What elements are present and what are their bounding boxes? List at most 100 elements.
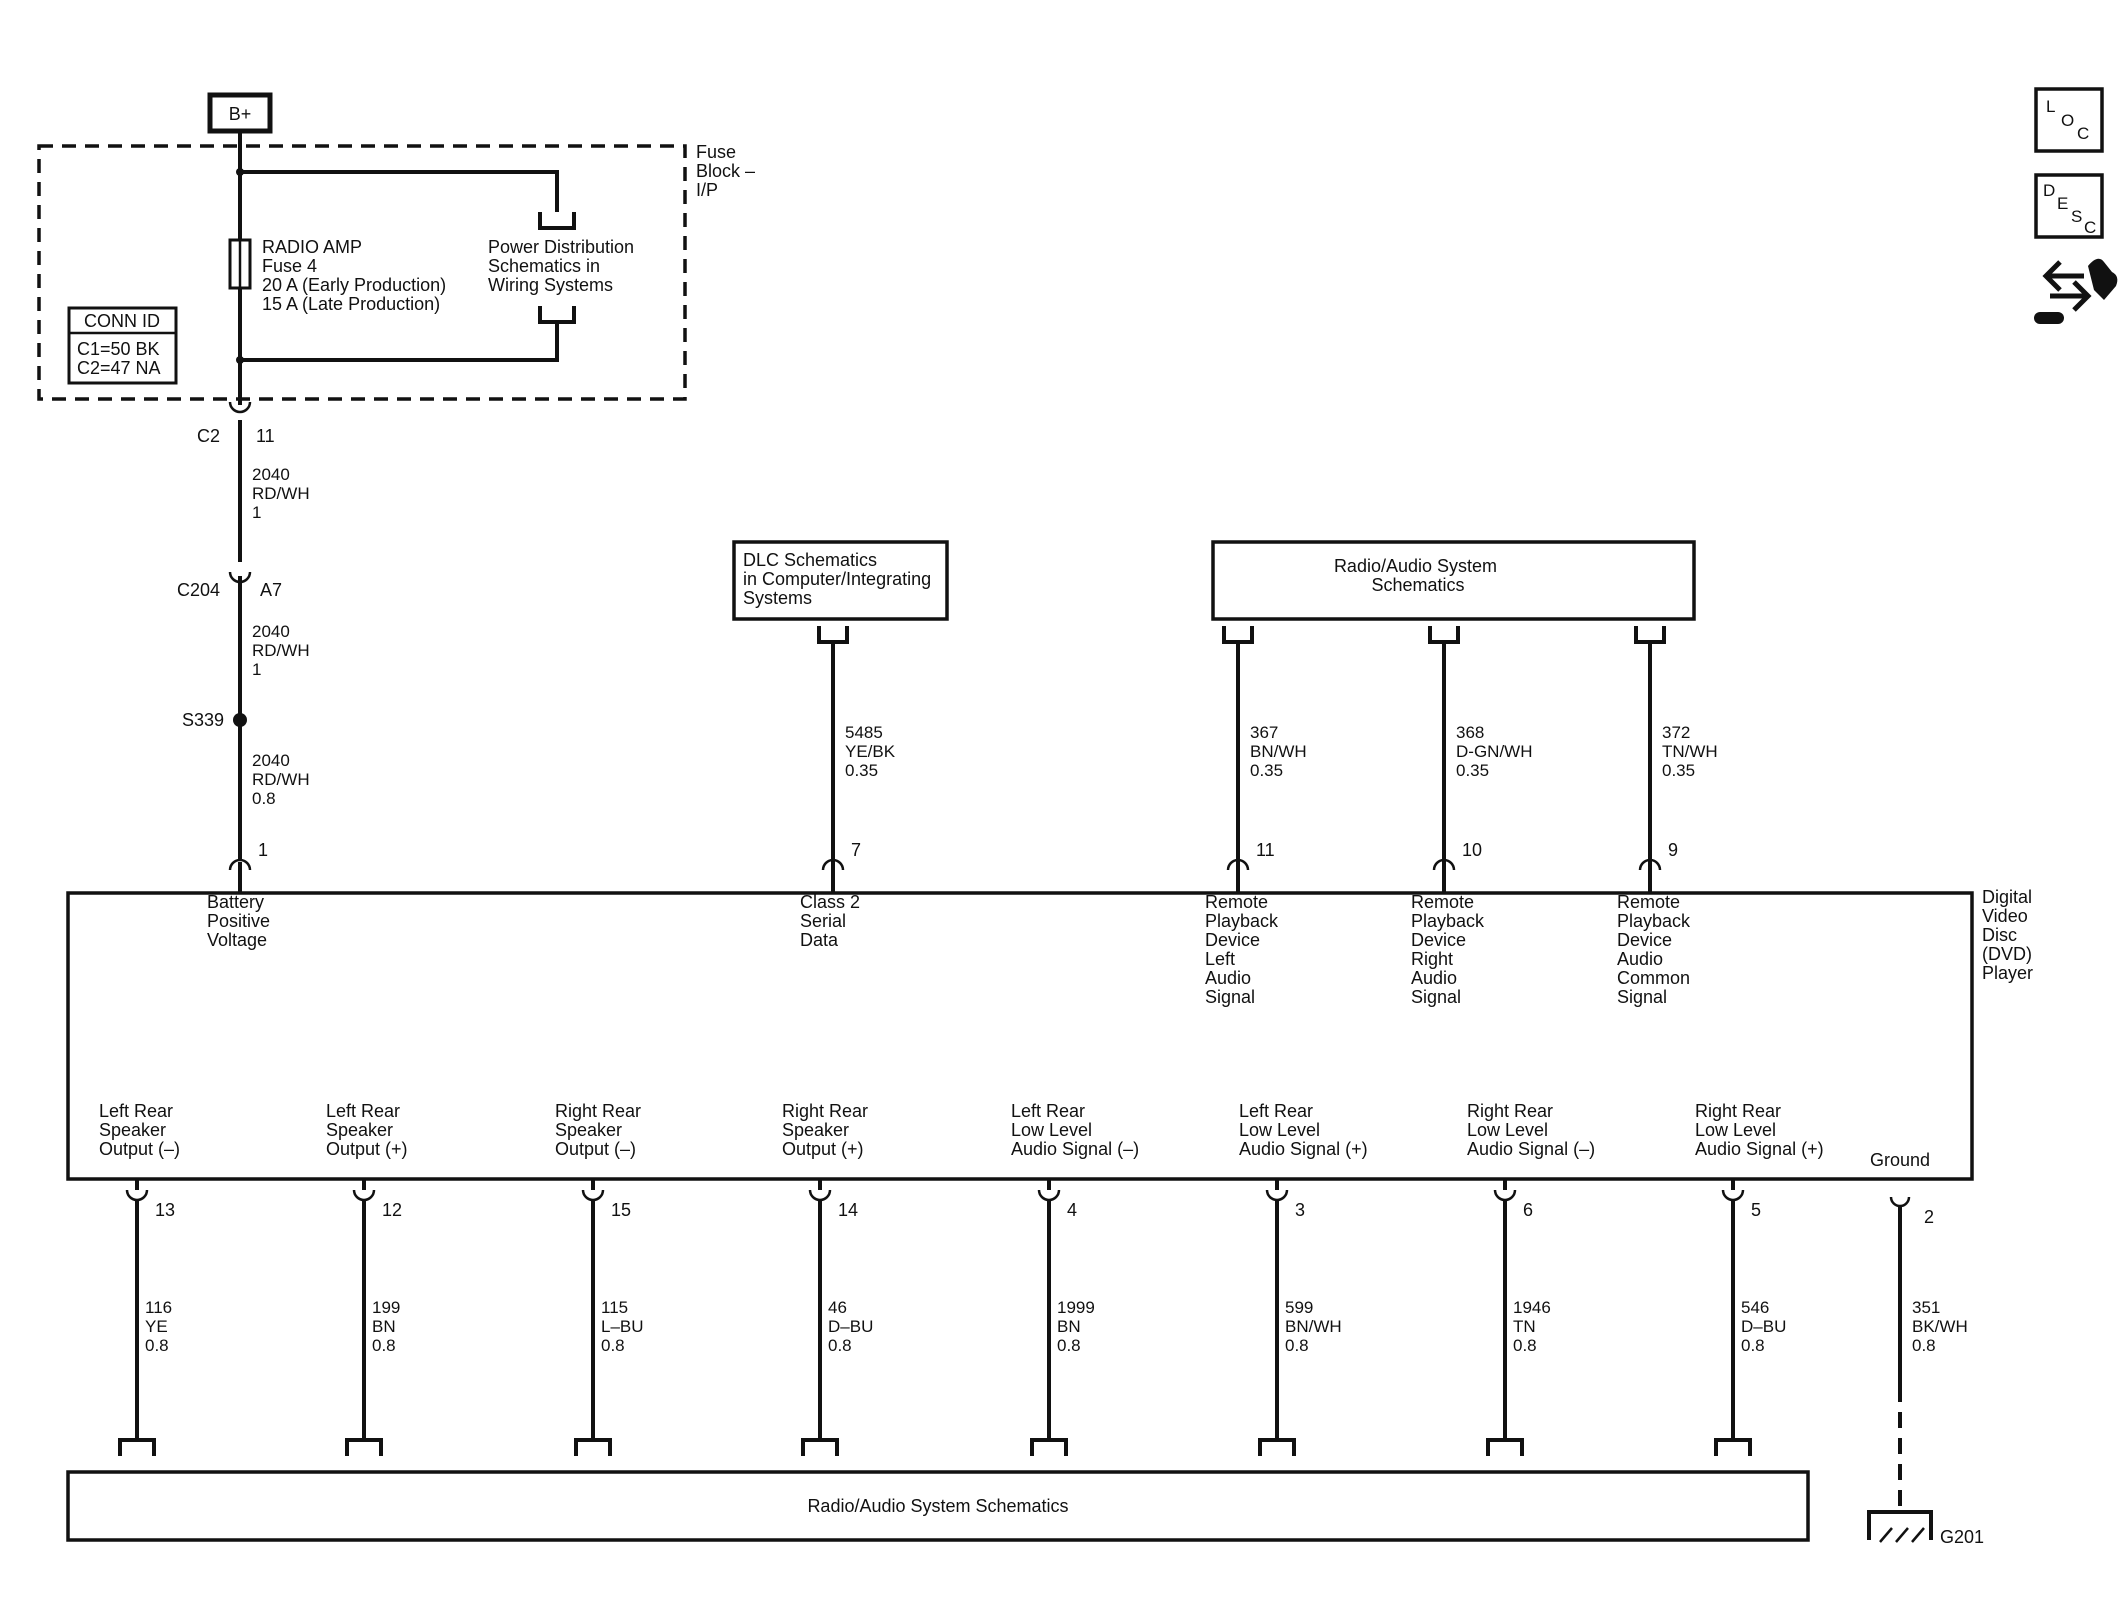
pin-connector xyxy=(1493,1189,1517,1202)
pin-number: 12 xyxy=(382,1200,402,1220)
c204-pin: A7 xyxy=(260,580,282,600)
pin-connector xyxy=(821,858,845,871)
radio-audio-top-box[interactable]: Radio/Audio System Schematics xyxy=(1211,540,1696,621)
harness-connector-icon xyxy=(1258,1438,1296,1456)
svg-text:C2=47 NA: C2=47 NA xyxy=(77,358,161,378)
c2-pin: 11 xyxy=(256,426,275,446)
harness-connector-icon xyxy=(801,1438,839,1456)
desc-icon[interactable]: D E S C xyxy=(2034,173,2104,239)
ground-symbol-icon xyxy=(1867,1510,1933,1543)
svg-text:O: O xyxy=(2061,111,2074,130)
svg-text:L: L xyxy=(2046,97,2055,116)
pin-number: 10 xyxy=(1462,840,1482,860)
svg-text:DLC Schematics in Comput: DLC Schematics in Computer/Integrating S… xyxy=(743,550,936,608)
pin-connector xyxy=(1638,858,1662,871)
pin-number: 13 xyxy=(155,1200,175,1220)
svg-text:S: S xyxy=(2071,207,2082,226)
power-distribution-label: Power Distribution Schematics in Wiring … xyxy=(488,237,639,295)
power-dist-bottom-wire xyxy=(240,306,576,362)
pin-number: 5 xyxy=(1751,1200,1761,1220)
ground-pin: 2 xyxy=(1924,1207,1934,1227)
pin-connector xyxy=(1226,858,1250,871)
pin-connector xyxy=(808,1189,832,1202)
harness-connector-icon xyxy=(1714,1438,1752,1456)
pin-number: 3 xyxy=(1295,1200,1305,1220)
pin-connector xyxy=(1721,1189,1745,1202)
svg-text:E: E xyxy=(2057,194,2068,213)
fuse-block-label: Fuse Block – I/P xyxy=(696,142,760,200)
harness-connector-icon xyxy=(1634,626,1666,644)
pin-number: 1 xyxy=(258,840,268,860)
pin-number: 15 xyxy=(611,1200,631,1220)
feed-wire-1-label: 2040 RD/WH 1 xyxy=(252,465,314,522)
svg-text:C: C xyxy=(2084,218,2096,237)
power-dist-top-wire xyxy=(240,170,576,230)
dlc-schematics-box[interactable]: DLC Schematics in Computer/Integrating S… xyxy=(732,540,949,621)
harness-connector-icon xyxy=(1222,626,1254,644)
pin-number: 9 xyxy=(1668,840,1678,860)
harness-connector-icon xyxy=(1486,1438,1524,1456)
harness-connector-icon xyxy=(345,1438,383,1456)
s339-splice xyxy=(233,713,247,727)
c204-label: C204 xyxy=(177,580,220,600)
splice-label: S339 xyxy=(182,710,224,730)
pin-connector xyxy=(1432,858,1456,871)
pin-number: 6 xyxy=(1523,1200,1533,1220)
pin-number: 7 xyxy=(851,840,861,860)
svg-text:Radio/Audio System Schematics: Radio/Audio System Schematics xyxy=(807,1496,1068,1516)
pin-connector xyxy=(352,1189,376,1202)
radio-audio-bottom-box[interactable]: Radio/Audio System Schematics xyxy=(66,1470,1810,1542)
module-label: Digital Video Disc (DVD) Player xyxy=(1982,887,2037,983)
pin-connector xyxy=(125,1189,149,1202)
svg-text:C1=50 BK: C1=50 BK xyxy=(77,339,160,359)
loc-icon[interactable]: L O C xyxy=(2034,87,2104,153)
feed-wire-3-label: 2040 RD/WH 0.8 xyxy=(252,751,314,808)
pin-connector xyxy=(1037,1189,1061,1202)
ground-wire-label: 351 BK/WH 0.8 xyxy=(1912,1298,1972,1355)
harness-connector-icon xyxy=(574,1438,612,1456)
harness-connector-icon xyxy=(1030,1438,1068,1456)
connector-tool-icon[interactable] xyxy=(2034,258,2118,324)
harness-connector-icon xyxy=(1428,626,1460,644)
svg-text:Radio/Audio System Schem: Radio/Audio System Schematics xyxy=(1334,556,1502,595)
fuse-label: RADIO AMP Fuse 4 20 A (Early Production)… xyxy=(262,237,451,314)
svg-text:C: C xyxy=(2077,124,2089,143)
harness-connector-icon xyxy=(817,626,849,644)
harness-connector-icon xyxy=(118,1438,156,1456)
c2-connector xyxy=(228,401,252,414)
c2-label: C2 xyxy=(197,426,220,446)
pin-connector xyxy=(228,858,252,871)
